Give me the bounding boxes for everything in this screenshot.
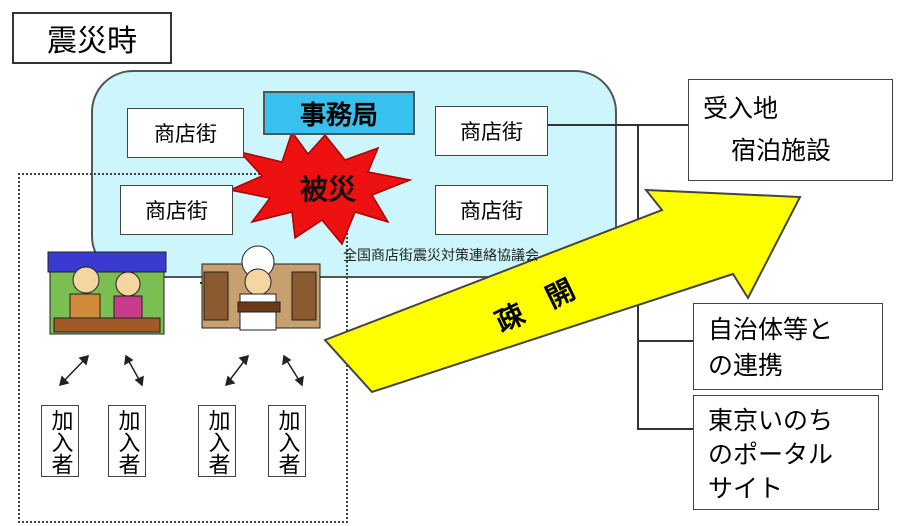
- receiver-box: 受入地 宿泊施設: [688, 79, 893, 181]
- council-label: 全国商店街震災対策連絡協議会: [343, 248, 539, 264]
- member-link-arrows: [58, 354, 304, 387]
- receiver-label: 受入地: [703, 94, 779, 123]
- portal-box: 東京いのち のポータル サイト: [693, 395, 879, 510]
- connector-to-municipal: [637, 340, 693, 342]
- baker-vendor-illustration: [201, 245, 321, 331]
- disaster-burst-icon: [227, 130, 413, 246]
- municipal-box: 自治体等と の連携: [693, 303, 883, 390]
- municipal-line1: 自治体等と: [708, 315, 834, 344]
- member-label: 加入者: [47, 409, 73, 475]
- member-box: 加入者: [268, 405, 306, 477]
- title-box: 震災時: [12, 12, 172, 64]
- disaster-label: 被災: [300, 173, 357, 206]
- shopping-street-label: 商店街: [460, 120, 523, 144]
- shopping-street-box: 商店街: [435, 185, 548, 235]
- connector-to-portal: [637, 428, 693, 430]
- member-box: 加入者: [198, 405, 236, 477]
- member-label: 加入者: [114, 409, 140, 475]
- shopping-street-box: 商店街: [120, 185, 233, 235]
- member-label: 加入者: [274, 409, 300, 475]
- shopping-street-label: 商店街: [460, 199, 523, 223]
- connector-shop-to-receiver: [547, 124, 688, 126]
- office-box: 事務局: [263, 91, 415, 135]
- office-label: 事務局: [299, 100, 378, 131]
- member-box: 加入者: [41, 405, 79, 477]
- shopping-street-box: 商店街: [435, 106, 548, 156]
- member-label: 加入者: [204, 409, 230, 475]
- member-box: 加入者: [108, 405, 146, 477]
- portal-line2: のポータル: [708, 440, 834, 469]
- produce-vendor-illustration: [47, 251, 167, 335]
- portal-line3: サイト: [708, 474, 784, 503]
- portal-line1: 東京いのち: [708, 406, 834, 435]
- shopping-street-box: 商店街: [127, 108, 244, 158]
- municipal-line2: の連携: [708, 351, 784, 380]
- title-text: 震災時: [47, 24, 137, 59]
- lodging-label: 宿泊施設: [731, 136, 832, 165]
- evacuation-arrow: [323, 188, 802, 394]
- shopping-street-label: 商店街: [145, 199, 208, 223]
- shopping-street-label: 商店街: [154, 122, 217, 146]
